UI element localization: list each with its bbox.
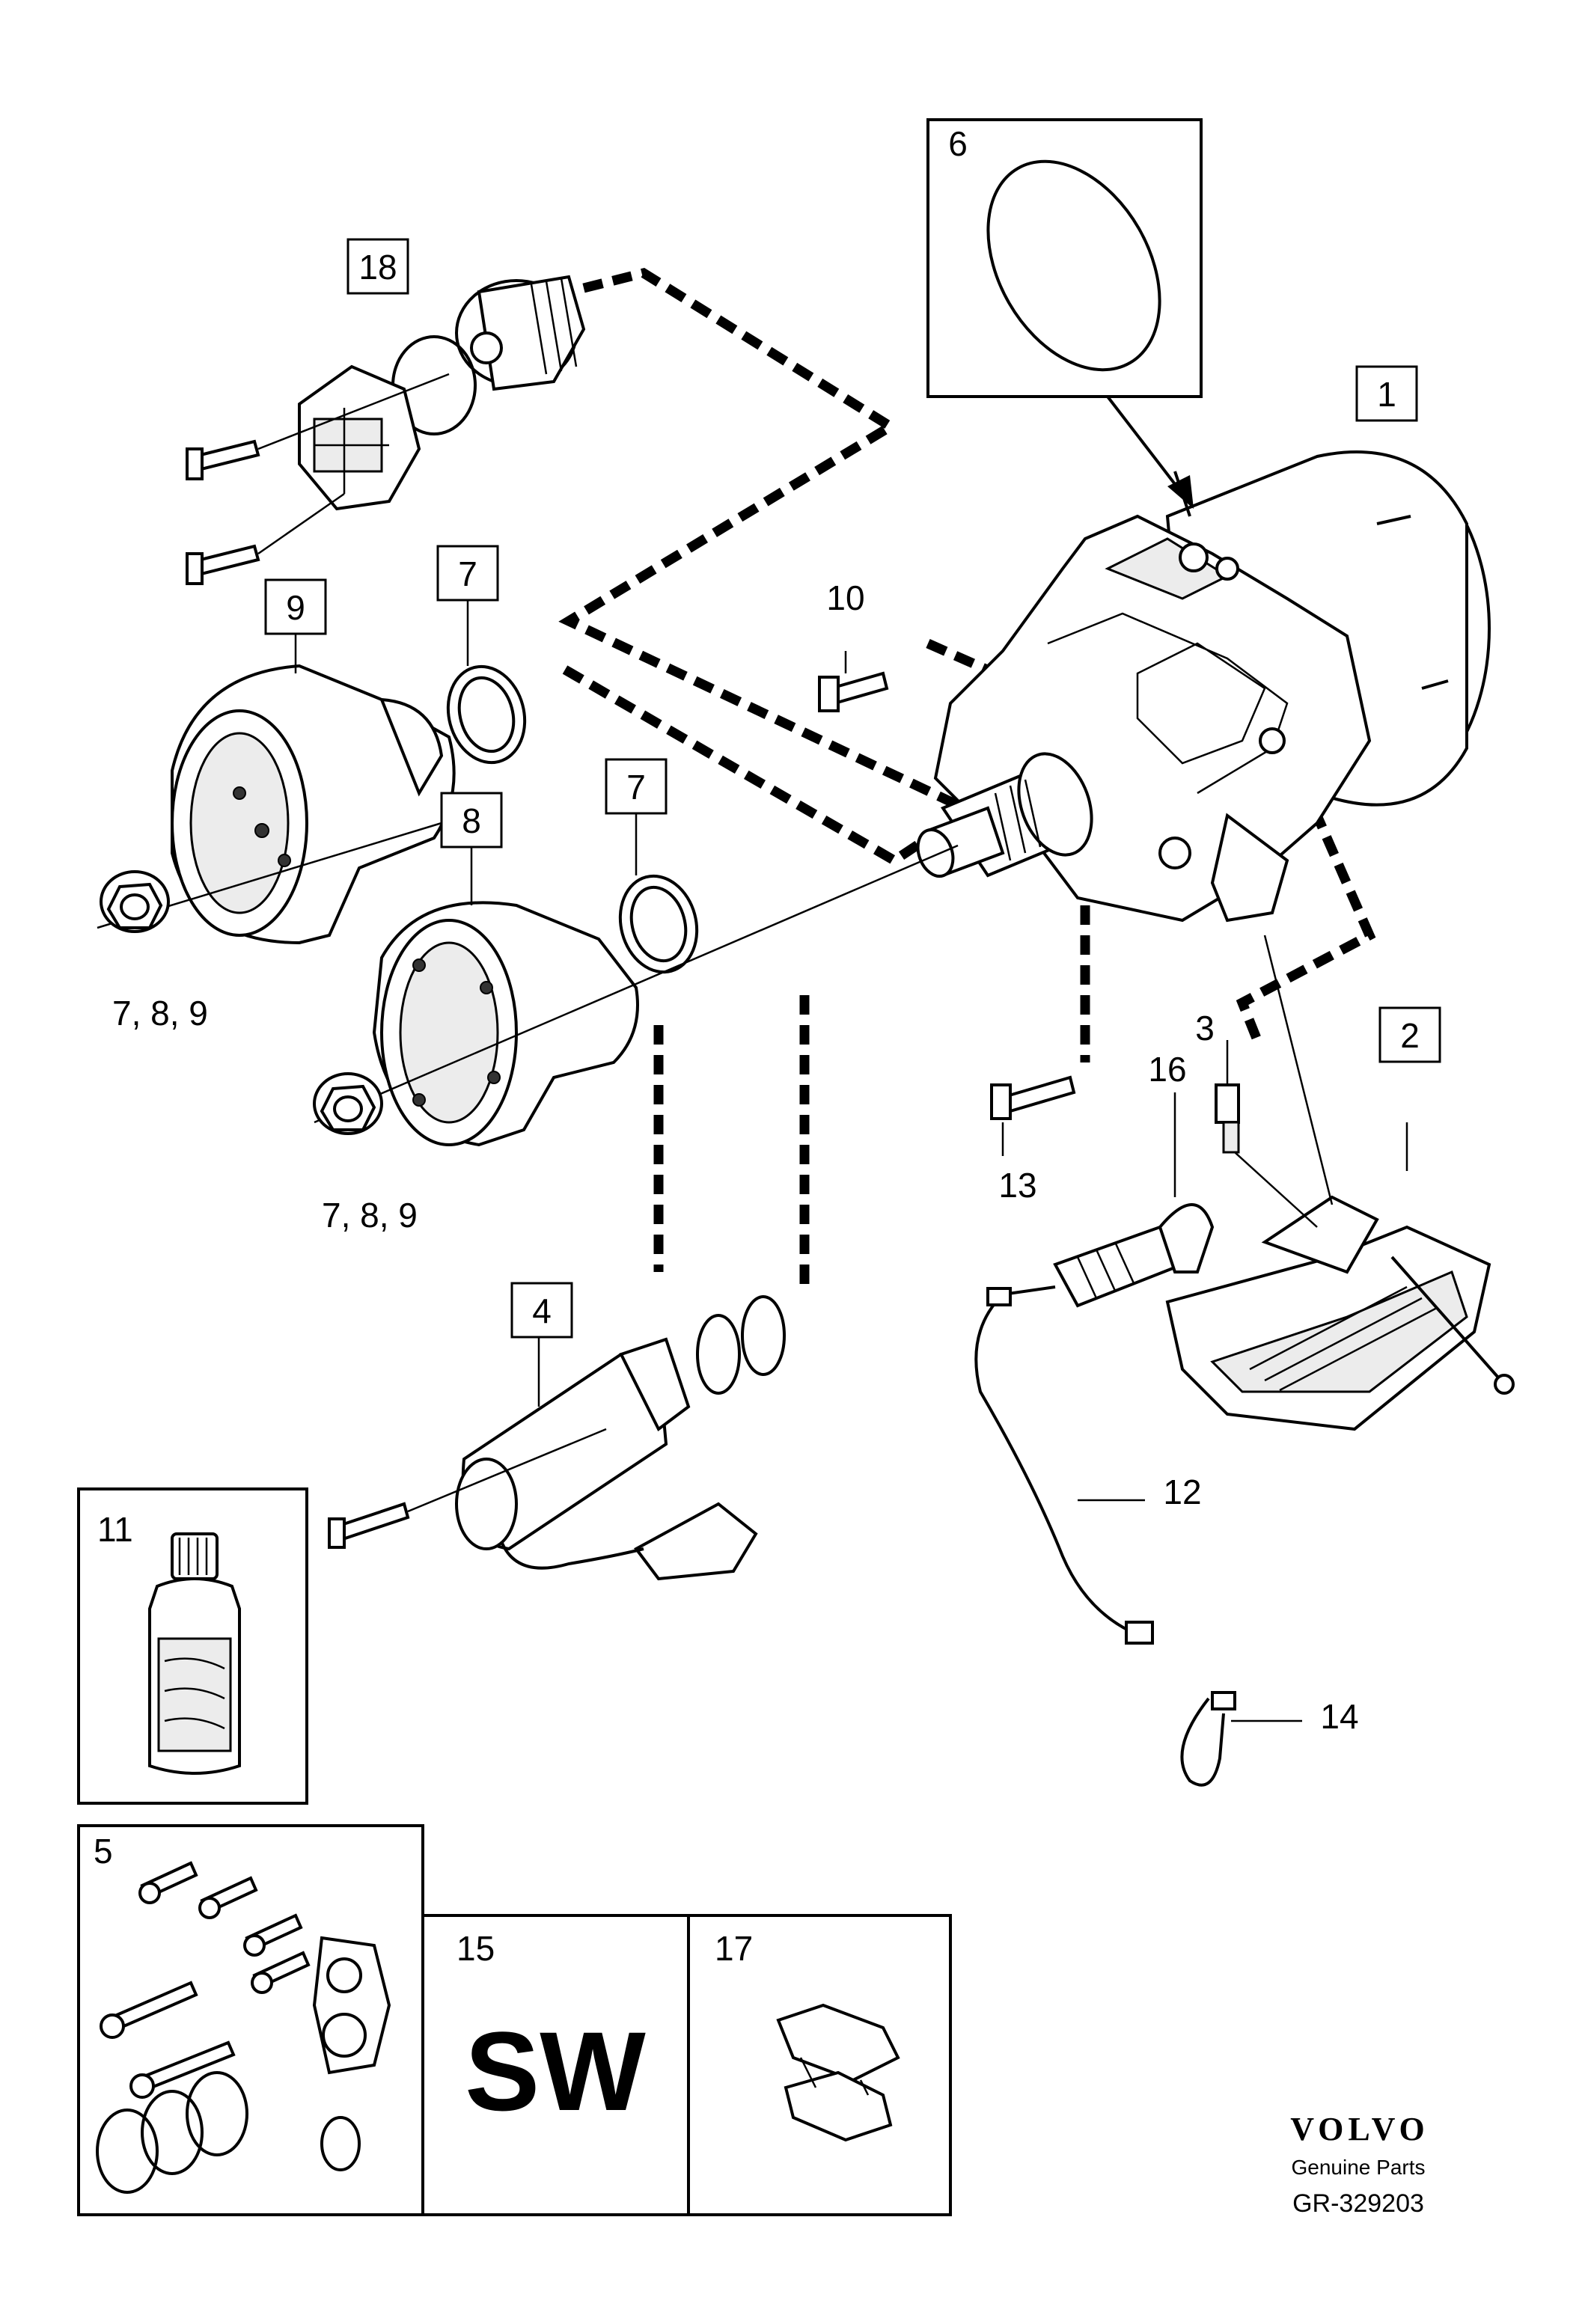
software-label: SW	[465, 2008, 646, 2134]
bell-housing-part-9	[97, 664, 456, 945]
volvo-logo: VOLVO	[1290, 2111, 1429, 2147]
inset-part-11	[77, 1487, 308, 1805]
callout-18: 18	[358, 248, 397, 287]
inset-part-6	[926, 118, 1203, 398]
cable-part-14	[1180, 1691, 1302, 1787]
callout-16: 16	[1148, 1050, 1186, 1089]
inset-part-15	[421, 1914, 690, 2216]
bolt-part-13	[990, 1075, 1076, 1156]
inset-part-5	[77, 1824, 424, 2216]
arrow-6-to-housing	[1106, 395, 1194, 509]
callout-14: 14	[1320, 1697, 1358, 1736]
callout-multi-upper: 7, 8, 9	[112, 994, 208, 1033]
callout-9: 9	[286, 588, 305, 627]
callout-2: 2	[1400, 1016, 1420, 1055]
drawing-reference: GR-329203	[1292, 2189, 1424, 2218]
callout-17: 17	[715, 1929, 753, 1968]
callout-15: 15	[456, 1929, 495, 1968]
connector-part-16	[1053, 1092, 1215, 1308]
cable-part-12	[974, 1285, 1154, 1645]
callout-3: 3	[1195, 1009, 1215, 1048]
callout-11: 11	[97, 1510, 133, 1549]
seal-part-7-lower	[618, 874, 699, 974]
sensor-part-3	[1215, 1040, 1318, 1228]
genuine-parts-label: Genuine Parts	[1292, 2156, 1426, 2179]
callout-7-lower: 7	[626, 768, 646, 807]
filter-assembly-part-18	[186, 275, 586, 585]
callout-boxes	[264, 238, 1441, 1339]
callout-multi-lower: 7, 8, 9	[322, 1196, 418, 1235]
callout-7-upper: 7	[458, 554, 477, 593]
bolt-part-10	[818, 651, 889, 712]
callout-1: 1	[1377, 375, 1396, 414]
callout-13: 13	[998, 1166, 1036, 1205]
callout-6: 6	[948, 124, 968, 163]
callout-5: 5	[94, 1832, 113, 1871]
inset-part-17	[687, 1914, 952, 2216]
callout-4: 4	[532, 1291, 552, 1330]
seal-part-7-upper	[446, 664, 527, 765]
callout-10: 10	[826, 578, 864, 617]
actuator-motor-part-4	[328, 1295, 786, 1581]
callout-8: 8	[462, 801, 481, 840]
housing-part-1	[916, 450, 1491, 923]
bell-housing-part-8	[314, 844, 959, 1147]
control-unit-part-2	[1165, 935, 1515, 1431]
nut-upper	[100, 870, 170, 933]
callout-12: 12	[1163, 1473, 1201, 1511]
nut-lower	[313, 1072, 383, 1135]
